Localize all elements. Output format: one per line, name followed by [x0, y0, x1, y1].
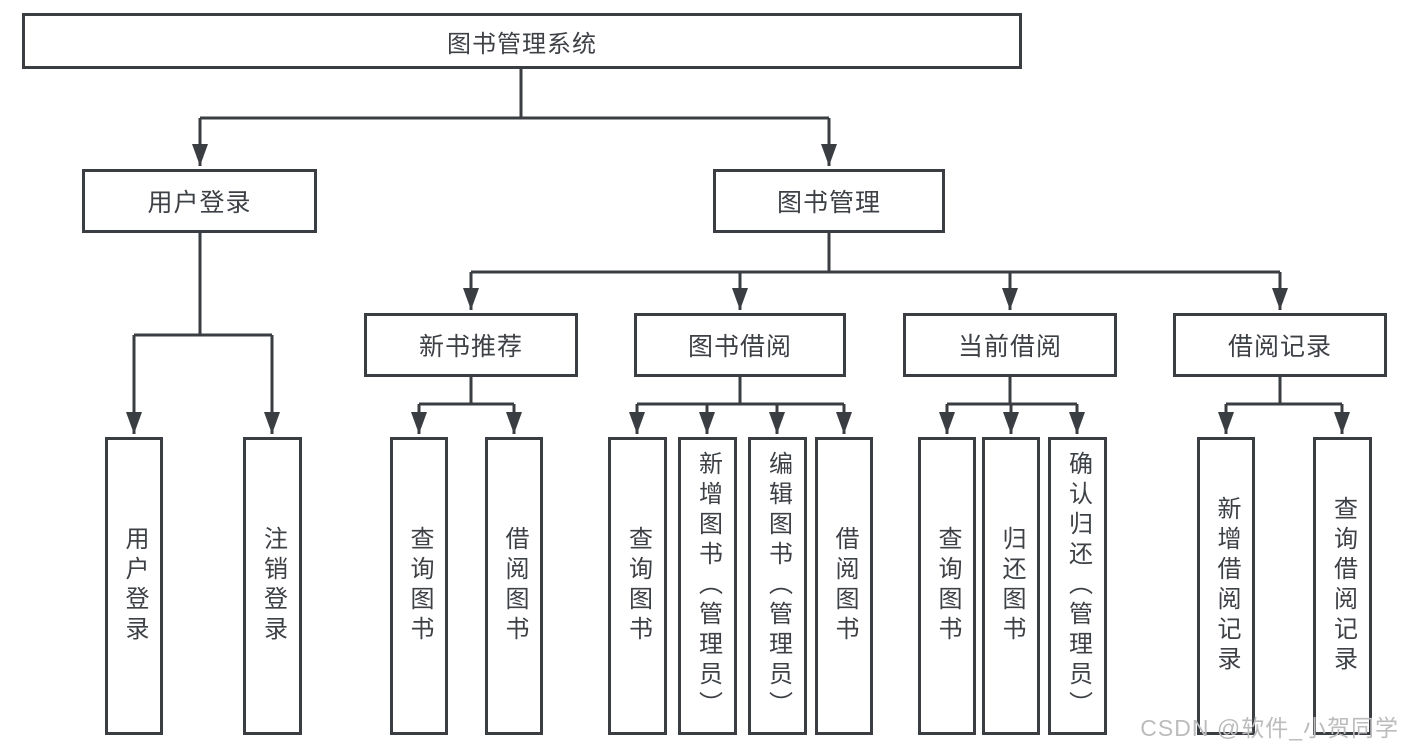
node-label: 查询图书: [934, 526, 961, 646]
node-label: 借阅图书: [831, 526, 858, 646]
leaf-query-borrow-record: 查询借阅记录: [1313, 437, 1372, 735]
node-new-book-recommend: 新书推荐: [364, 313, 578, 377]
node-user-login: 用户登录: [82, 169, 317, 233]
node-label: 确认归还（管理员）: [1064, 451, 1092, 721]
leaf-borrow-books: 借阅图书: [815, 437, 873, 735]
leaf-query-books-recommend: 查询图书: [390, 437, 448, 735]
node-label: 图书管理: [776, 189, 881, 217]
node-borrowing-records: 借阅记录: [1173, 313, 1387, 377]
node-label: 新增借阅记录: [1213, 496, 1240, 676]
node-label: 查询借阅记录: [1329, 496, 1357, 676]
node-label: 当前借阅: [957, 333, 1062, 361]
node-label: 查询图书: [406, 526, 433, 646]
node-library-management-system: 图书管理系统: [22, 13, 1022, 69]
leaf-add-borrow-record: 新增借阅记录: [1197, 437, 1255, 735]
leaf-query-books-borrowing: 查询图书: [608, 437, 667, 735]
node-book-borrowing: 图书借阅: [634, 313, 846, 377]
node-label: 新增图书（管理员）: [694, 451, 722, 721]
node-label: 注销登录: [259, 526, 287, 646]
node-label: 图书借阅: [687, 333, 792, 361]
node-label: 查询图书: [624, 526, 652, 646]
node-label: 借阅图书: [501, 526, 528, 646]
leaf-borrow-books-recommend: 借阅图书: [485, 437, 543, 735]
leaf-logout: 注销登录: [243, 437, 302, 735]
leaf-user-login: 用户登录: [105, 437, 163, 735]
leaf-add-books-admin: 新增图书（管理员）: [678, 437, 737, 735]
node-label: 用户登录: [121, 526, 148, 646]
node-label: 用户登录: [147, 189, 252, 217]
node-label: 图书管理系统: [447, 30, 597, 58]
leaf-query-books-current: 查询图书: [918, 437, 976, 735]
leaf-return-books: 归还图书: [982, 437, 1040, 735]
node-current-borrowing: 当前借阅: [903, 313, 1117, 377]
node-label: 归还图书: [998, 526, 1025, 646]
node-label: 编辑图书（管理员）: [764, 451, 792, 721]
node-label: 借阅记录: [1227, 333, 1332, 361]
node-book-management: 图书管理: [713, 169, 945, 233]
leaf-confirm-return-admin: 确认归还（管理员）: [1048, 437, 1107, 735]
watermark-text: CSDN @软件_小贺同学: [1140, 715, 1399, 741]
leaf-edit-books-admin: 编辑图书（管理员）: [748, 437, 807, 735]
node-label: 新书推荐: [418, 333, 523, 361]
